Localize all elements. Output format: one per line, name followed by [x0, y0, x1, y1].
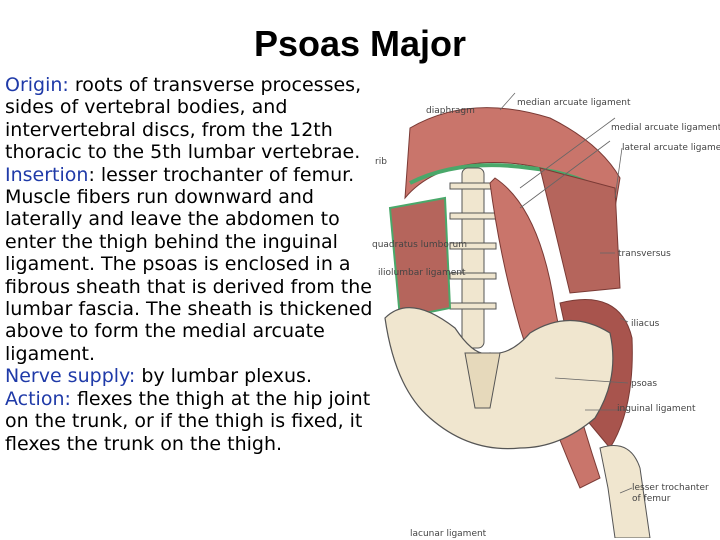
sacrum-shape — [464, 352, 501, 409]
insertion-text: : lesser trochanter of femur. Muscle fib… — [5, 163, 373, 365]
insertion-paragraph: Insertion: lesser trochanter of femur. M… — [5, 164, 391, 366]
nerve-label: Nerve supply: — [5, 365, 136, 388]
label-inguinal: inguinal ligament — [617, 404, 696, 414]
label-iliacus: iliacus — [631, 319, 660, 329]
nerve-paragraph: Nerve supply: by lumbar plexus. — [5, 365, 391, 387]
anatomy-figure: diaphragm median arcuate ligament medial… — [370, 88, 720, 538]
label-lateral-arcuate: lateral arcuate ligamen — [622, 143, 720, 153]
slide-title: Psoas Major — [253, 23, 467, 64]
origin-text: roots of transverse processes, sides of … — [5, 74, 362, 164]
insertion-label: Insertion — [5, 163, 89, 186]
label-lesser-trochanter-1: lesser trochanter — [632, 483, 709, 493]
anatomy-svg: diaphragm median arcuate ligament medial… — [372, 92, 720, 538]
transversus-shape — [539, 167, 621, 294]
action-label: Action: — [5, 387, 71, 410]
action-text: flexes the thigh at the hip joint on the… — [5, 387, 371, 455]
body-text: Origin: roots of transverse processes, s… — [5, 74, 391, 455]
leader-lines — [499, 92, 633, 494]
label-diaphragm: diaphragm — [426, 106, 475, 116]
label-transversus: transversus — [618, 249, 671, 259]
origin-label: Origin: — [5, 74, 69, 96]
origin-paragraph: Origin: roots of transverse processes, s… — [5, 74, 391, 164]
label-lacunar: lacunar ligament — [410, 529, 487, 538]
spine-column — [461, 167, 485, 349]
label-rib: rib — [375, 157, 387, 167]
label-iliolumbar: iliolumbar ligament — [378, 268, 466, 278]
nerve-text: by lumbar plexus. — [135, 365, 312, 388]
femur-shape — [599, 445, 651, 538]
action-paragraph: Action: flexes the thigh at the hip join… — [5, 388, 391, 455]
pelvis-shape — [384, 307, 614, 450]
label-lesser-trochanter-2: of femur — [632, 494, 671, 504]
label-median-arcuate: median arcuate ligament — [517, 98, 631, 108]
label-medial-arcuate: medial arcuate ligament — [611, 123, 720, 133]
quadratus-lumborum-shape — [388, 196, 452, 320]
label-psoas: psoas — [631, 379, 657, 389]
label-quadratus: quadratus lumborum — [372, 240, 467, 250]
